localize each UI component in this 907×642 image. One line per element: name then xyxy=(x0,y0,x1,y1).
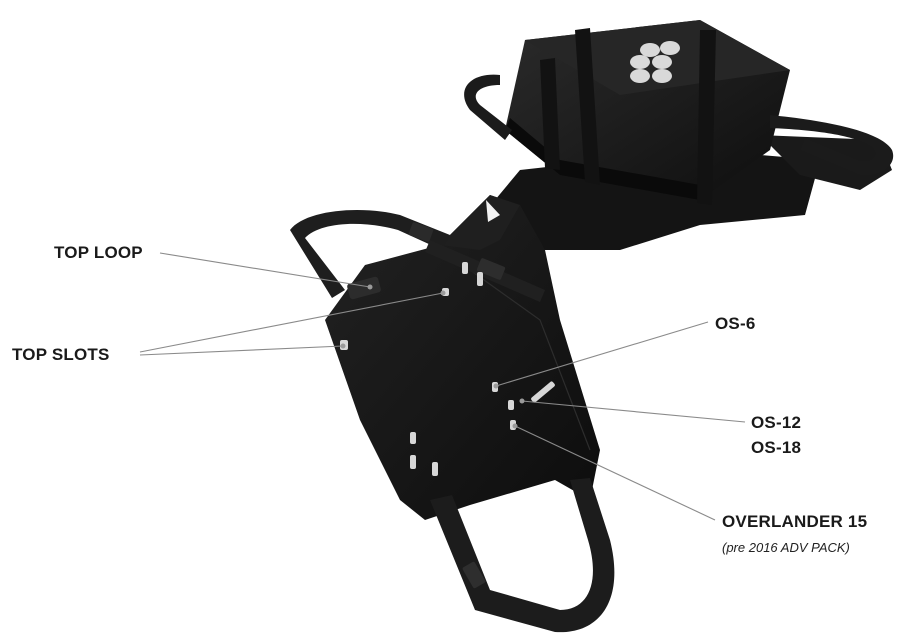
top-loop-buckle xyxy=(347,276,381,300)
leader-top-loop xyxy=(159,252,371,288)
leader-top-slots-1 xyxy=(139,292,444,353)
mounting-slots xyxy=(340,262,555,476)
label-overlander: OVERLANDER 15 xyxy=(722,512,868,531)
bottom-strap xyxy=(430,478,615,633)
top-bag xyxy=(464,20,894,205)
leader-os12 xyxy=(521,400,746,423)
mounting-plate xyxy=(325,195,600,520)
label-overlander-note: (pre 2016 ADV PACK) xyxy=(722,540,850,555)
label-os18: OS-18 xyxy=(751,438,802,457)
label-top-slots: TOP SLOTS xyxy=(12,345,110,364)
leader-dots xyxy=(340,284,525,429)
center-strap xyxy=(425,240,545,302)
leader-top-slots-2 xyxy=(139,345,344,356)
leader-lines xyxy=(139,252,746,521)
label-os6: OS-6 xyxy=(715,314,756,333)
bottom-buckle xyxy=(462,561,486,589)
leader-os6 xyxy=(495,321,709,387)
top-loop-strap xyxy=(290,210,450,300)
leader-overlander xyxy=(514,425,716,521)
label-top-loop: TOP LOOP xyxy=(54,243,143,262)
reflective-dots xyxy=(630,41,680,83)
brand-logo xyxy=(486,200,500,222)
label-os12: OS-12 xyxy=(751,413,802,432)
